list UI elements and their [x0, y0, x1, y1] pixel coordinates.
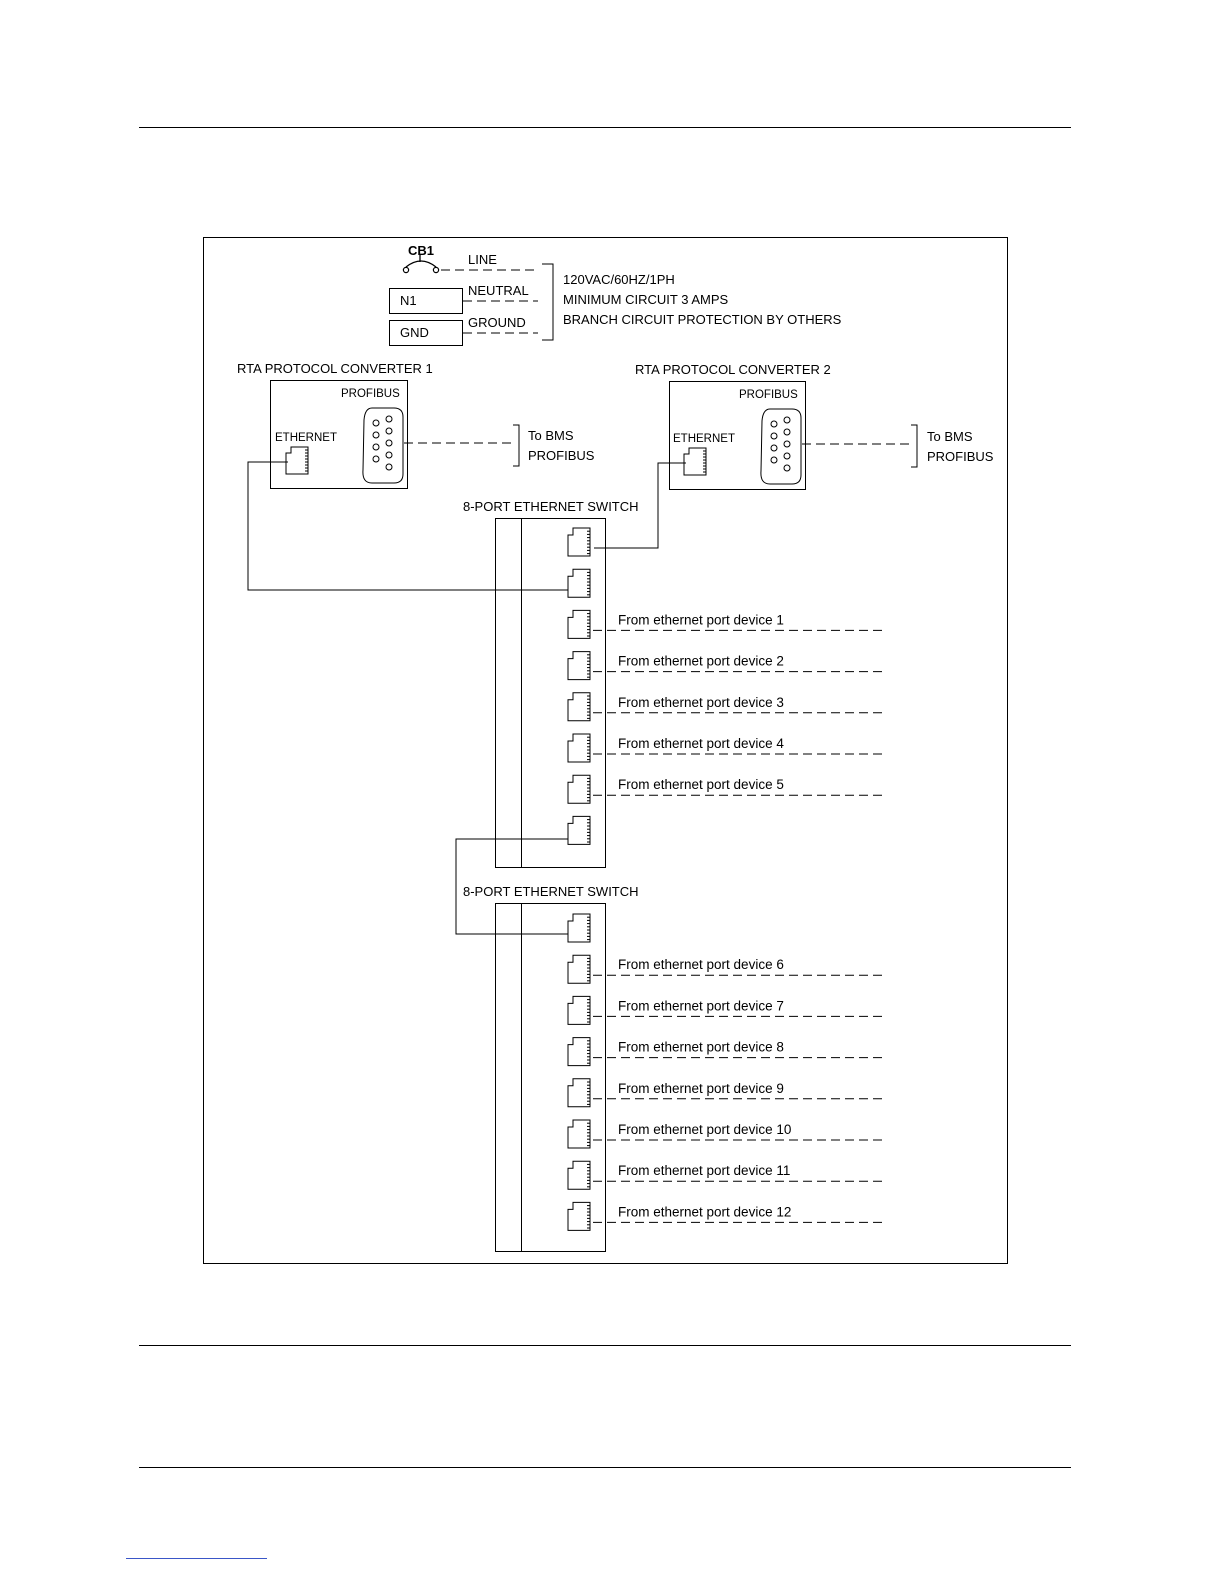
footer-link-underline[interactable]: [126, 1558, 267, 1559]
switch-1-port-2-icon: [567, 568, 591, 598]
device-label: From ethernet port device 9: [618, 1081, 784, 1096]
cable-converter-1-to-switch-1: [247, 461, 568, 591]
converter-1-bms-line2: PROFIBUS: [528, 448, 595, 463]
gnd-terminal: [389, 320, 463, 346]
switch-1-port-4-icon: [567, 651, 591, 681]
switch-2-device-lines: From ethernet port device 6 From ethernet…: [593, 957, 882, 1223]
supply-note-branch-protection: BRANCH CIRCUIT PROTECTION BY OTHERS: [563, 312, 842, 327]
switch-2-port-2-icon: [567, 954, 591, 984]
circuit-breaker-symbol: [402, 254, 440, 274]
switch-2-port-8-icon: [567, 1201, 591, 1231]
device-label: From ethernet port device 8: [618, 1040, 784, 1055]
cable-switch-1-to-switch-2: [455, 838, 568, 935]
switch-2-port-1-icon: [567, 913, 591, 943]
device-label: From ethernet port device 6: [618, 957, 784, 972]
switch-1-port-6-icon: [567, 733, 591, 763]
footer-rule-lower: [139, 1467, 1071, 1468]
neutral-label: NEUTRAL: [468, 283, 529, 298]
converter-2-bms-bracket: [911, 424, 918, 468]
breaker-label: CB1: [408, 243, 434, 258]
protocol-converter-1: RTA PROTOCOL CONVERTER 1 PROFIBUS ETHERN…: [237, 361, 595, 489]
switch-1-port-3-icon: [567, 609, 591, 639]
n1-terminal: [389, 288, 463, 314]
switch-1-ports: [567, 527, 591, 845]
device-label: From ethernet port device 11: [618, 1163, 790, 1178]
converter-1-bms-line1: To BMS: [528, 428, 574, 443]
converter-1-ethernet-label: ETHERNET: [275, 432, 337, 444]
switch-1-port-1-icon: [567, 527, 591, 557]
ethernet-switch-1: 8-PORT ETHERNET SWITCH From ethernet por…: [463, 499, 882, 868]
device-label: From ethernet port device 5: [618, 777, 784, 792]
converter-1-bms-bracket: [513, 424, 520, 467]
converter-2-profibus-port-icon: [760, 408, 802, 485]
supply-note-min-circuit: MINIMUM CIRCUIT 3 AMPS: [563, 292, 728, 307]
switch-1-box: [495, 518, 606, 868]
ethernet-switch-2: 8-PORT ETHERNET SWITCH From ethernet por…: [463, 884, 882, 1252]
switch-1-device-lines: From ethernet port device 1 From ethernet…: [593, 612, 882, 796]
power-supply: CB1 LINE N1 NEUTRAL GND GROUND 120VAC/60…: [389, 243, 842, 346]
switch-1-port-7-icon: [567, 774, 591, 804]
converter-1-profibus-port-icon: [362, 407, 404, 484]
ground-label: GROUND: [468, 315, 526, 330]
switch-2-port-4-icon: [567, 1037, 591, 1067]
converter-2-ethernet-label: ETHERNET: [673, 433, 735, 445]
converter-1-title: RTA PROTOCOL CONVERTER 1: [237, 361, 433, 376]
n1-terminal-label: N1: [400, 293, 417, 308]
switch-2-title: 8-PORT ETHERNET SWITCH: [463, 884, 639, 899]
line-label: LINE: [468, 252, 497, 267]
converter-2-box: [669, 381, 806, 490]
converter-2-ethernet-port-icon: [683, 447, 707, 476]
switch-2-ports: [567, 913, 591, 1231]
device-label: From ethernet port device 7: [618, 998, 784, 1013]
switch-2-port-5-icon: [567, 1078, 591, 1108]
converter-1-profibus-label: PROFIBUS: [341, 388, 400, 400]
device-label: From ethernet port device 12: [618, 1204, 791, 1219]
device-label: From ethernet port device 2: [618, 654, 784, 669]
converter-1-ethernet-port-icon: [285, 446, 309, 475]
switch-2-box: [495, 903, 606, 1252]
converter-2-title: RTA PROTOCOL CONVERTER 2: [635, 362, 831, 377]
switch-2-port-3-icon: [567, 995, 591, 1025]
converter-2-bms-line1: To BMS: [927, 429, 973, 444]
gnd-terminal-label: GND: [400, 325, 429, 340]
supply-bracket: [542, 263, 554, 341]
header-rule: [139, 127, 1071, 128]
switch-2-port-7-icon: [567, 1160, 591, 1190]
protocol-converter-2: RTA PROTOCOL CONVERTER 2 PROFIBUS ETHERN…: [635, 362, 994, 490]
device-label: From ethernet port device 3: [618, 695, 784, 710]
device-label: From ethernet port device 10: [618, 1122, 791, 1137]
device-label: From ethernet port device 1: [618, 612, 784, 627]
device-label: From ethernet port device 4: [618, 736, 784, 751]
diagram-frame: [203, 237, 1008, 1264]
switch-2-port-6-icon: [567, 1119, 591, 1149]
switch-1-port-5-icon: [567, 692, 591, 722]
converter-2-bms-line2: PROFIBUS: [927, 449, 994, 464]
cable-converter-2-to-switch-1: [594, 462, 686, 549]
converter-2-profibus-label: PROFIBUS: [739, 389, 798, 401]
switch-1-port-8-icon: [567, 815, 591, 845]
converter-1-box: [270, 380, 408, 489]
footer-rule-upper: [139, 1345, 1071, 1346]
switch-1-title: 8-PORT ETHERNET SWITCH: [463, 499, 639, 514]
supply-note-voltage: 120VAC/60HZ/1PH: [563, 272, 675, 287]
